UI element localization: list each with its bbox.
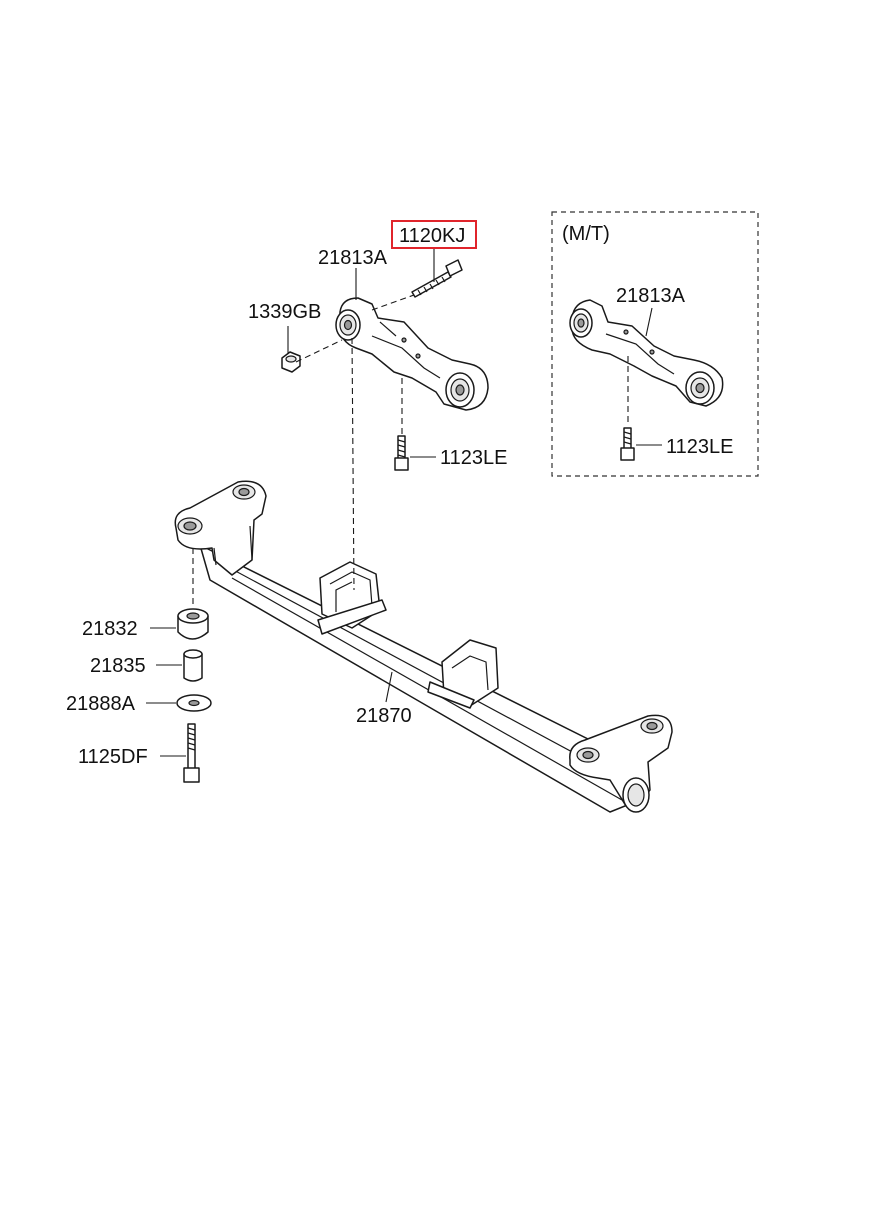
nut-1339gb[interactable]	[281, 351, 301, 373]
leader-21813a-mt	[645, 307, 653, 337]
bolt-1120kj[interactable]	[411, 259, 463, 298]
highlight-box	[391, 220, 477, 249]
washer-21888a[interactable]	[176, 694, 212, 712]
assembly-line	[371, 294, 415, 311]
label-1120kj[interactable]: 1120KJ	[399, 225, 465, 247]
label-21813a-mt[interactable]: 21813A	[616, 285, 686, 307]
mt-variant-box	[551, 211, 759, 477]
label-1123le-mt[interactable]: 1123LE	[666, 436, 733, 458]
bolt-1123le[interactable]	[394, 435, 409, 471]
label-1123le[interactable]: 1123LE	[440, 447, 507, 469]
label-1125df[interactable]: 1125DF	[78, 746, 148, 768]
assembly-line	[351, 337, 355, 591]
roll-stopper-21813a-mt[interactable]	[569, 299, 724, 407]
label-21832[interactable]: 21832	[82, 618, 138, 640]
leader-21870	[385, 671, 393, 703]
mt-title: (M/T)	[562, 223, 610, 245]
label-21813a[interactable]: 21813A	[318, 247, 388, 269]
assembly-line	[295, 339, 343, 363]
label-21835[interactable]: 21835	[90, 655, 146, 677]
label-1339gb[interactable]: 1339GB	[248, 301, 321, 323]
bolt-1125df[interactable]	[183, 723, 200, 783]
label-21888a[interactable]: 21888A	[66, 693, 136, 715]
roll-stopper-21813a[interactable]	[335, 297, 489, 411]
label-21870[interactable]: 21870	[356, 705, 412, 727]
crossmember-21870[interactable]	[174, 480, 673, 813]
bolt-1123le-mt[interactable]	[620, 427, 635, 461]
bushing-21832[interactable]	[177, 608, 209, 640]
sleeve-21835[interactable]	[183, 649, 203, 682]
